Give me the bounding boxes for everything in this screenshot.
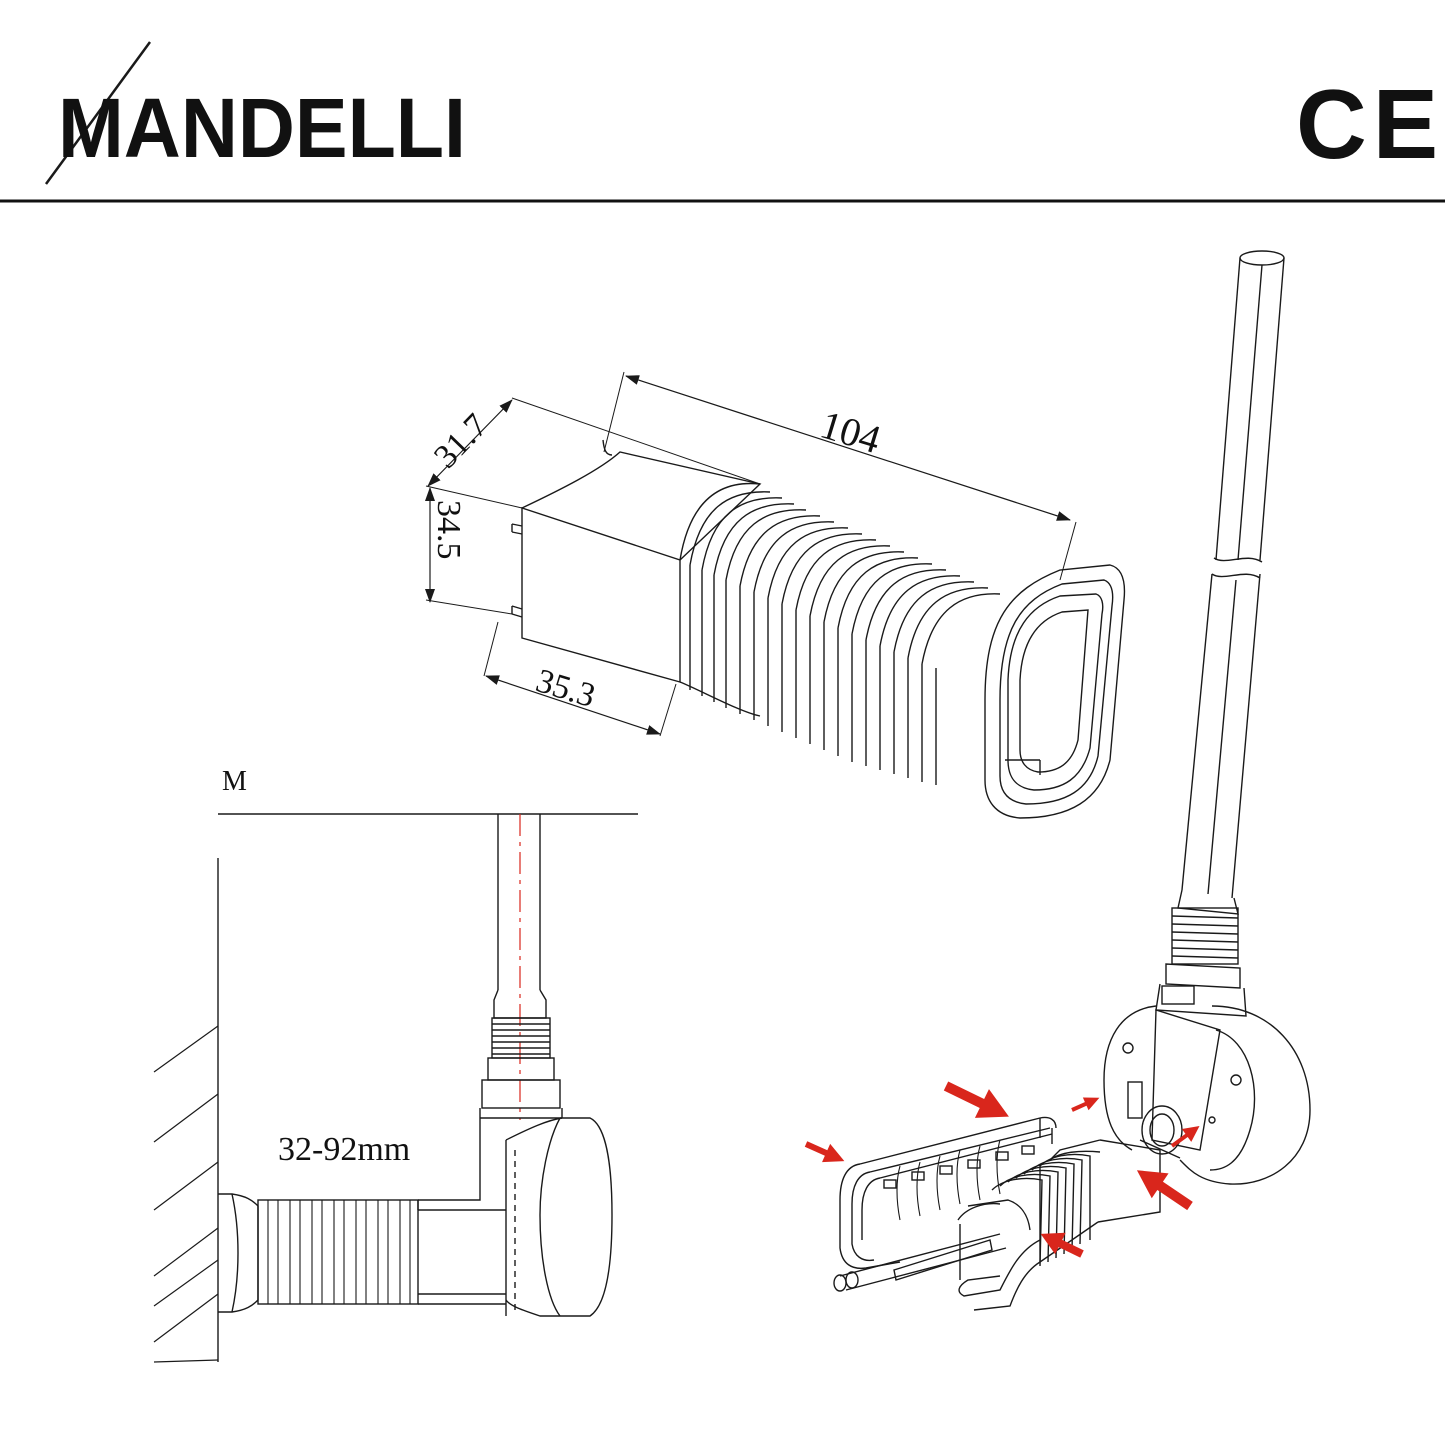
dimension-height-label: 34.5 (430, 500, 467, 560)
wall-marker-label: M (222, 766, 247, 797)
thread-section (1171, 889, 1239, 965)
ce-mark: CE (1296, 69, 1444, 179)
dimension-depth-label: 35.3 (532, 662, 600, 715)
brand-logo: MANDELLI (58, 81, 466, 175)
red-arrow-4 (1136, 1170, 1193, 1211)
distance-range-label: 32-92mm (278, 1131, 410, 1168)
red-arrow-1 (943, 1081, 1009, 1118)
assembly-drawing (833, 250, 1311, 1311)
installation-drawing (153, 813, 638, 1363)
red-arrow-2 (804, 1141, 845, 1163)
clip-left (839, 1116, 1057, 1270)
socket-dimension-drawing (425, 371, 1126, 819)
red-arrow-3 (1071, 1097, 1100, 1112)
round-cap (1179, 1005, 1311, 1185)
wall-hatching (153, 1025, 219, 1363)
assembly-arrows (804, 1081, 1200, 1258)
ribbed-grip (679, 482, 1001, 785)
housing-body (1151, 1009, 1221, 1151)
dimension-width-label: 31.7 (427, 407, 495, 476)
socket-flange (984, 564, 1126, 819)
header: MANDELLI CE (0, 41, 1445, 203)
red-arrow-6 (1170, 1126, 1200, 1148)
heating-rod (1181, 250, 1285, 899)
socket-body (521, 507, 681, 683)
logo-slash-mark (44, 41, 152, 185)
dimension-length-label: 104 (815, 402, 886, 463)
red-arrow-5 (1040, 1232, 1084, 1258)
